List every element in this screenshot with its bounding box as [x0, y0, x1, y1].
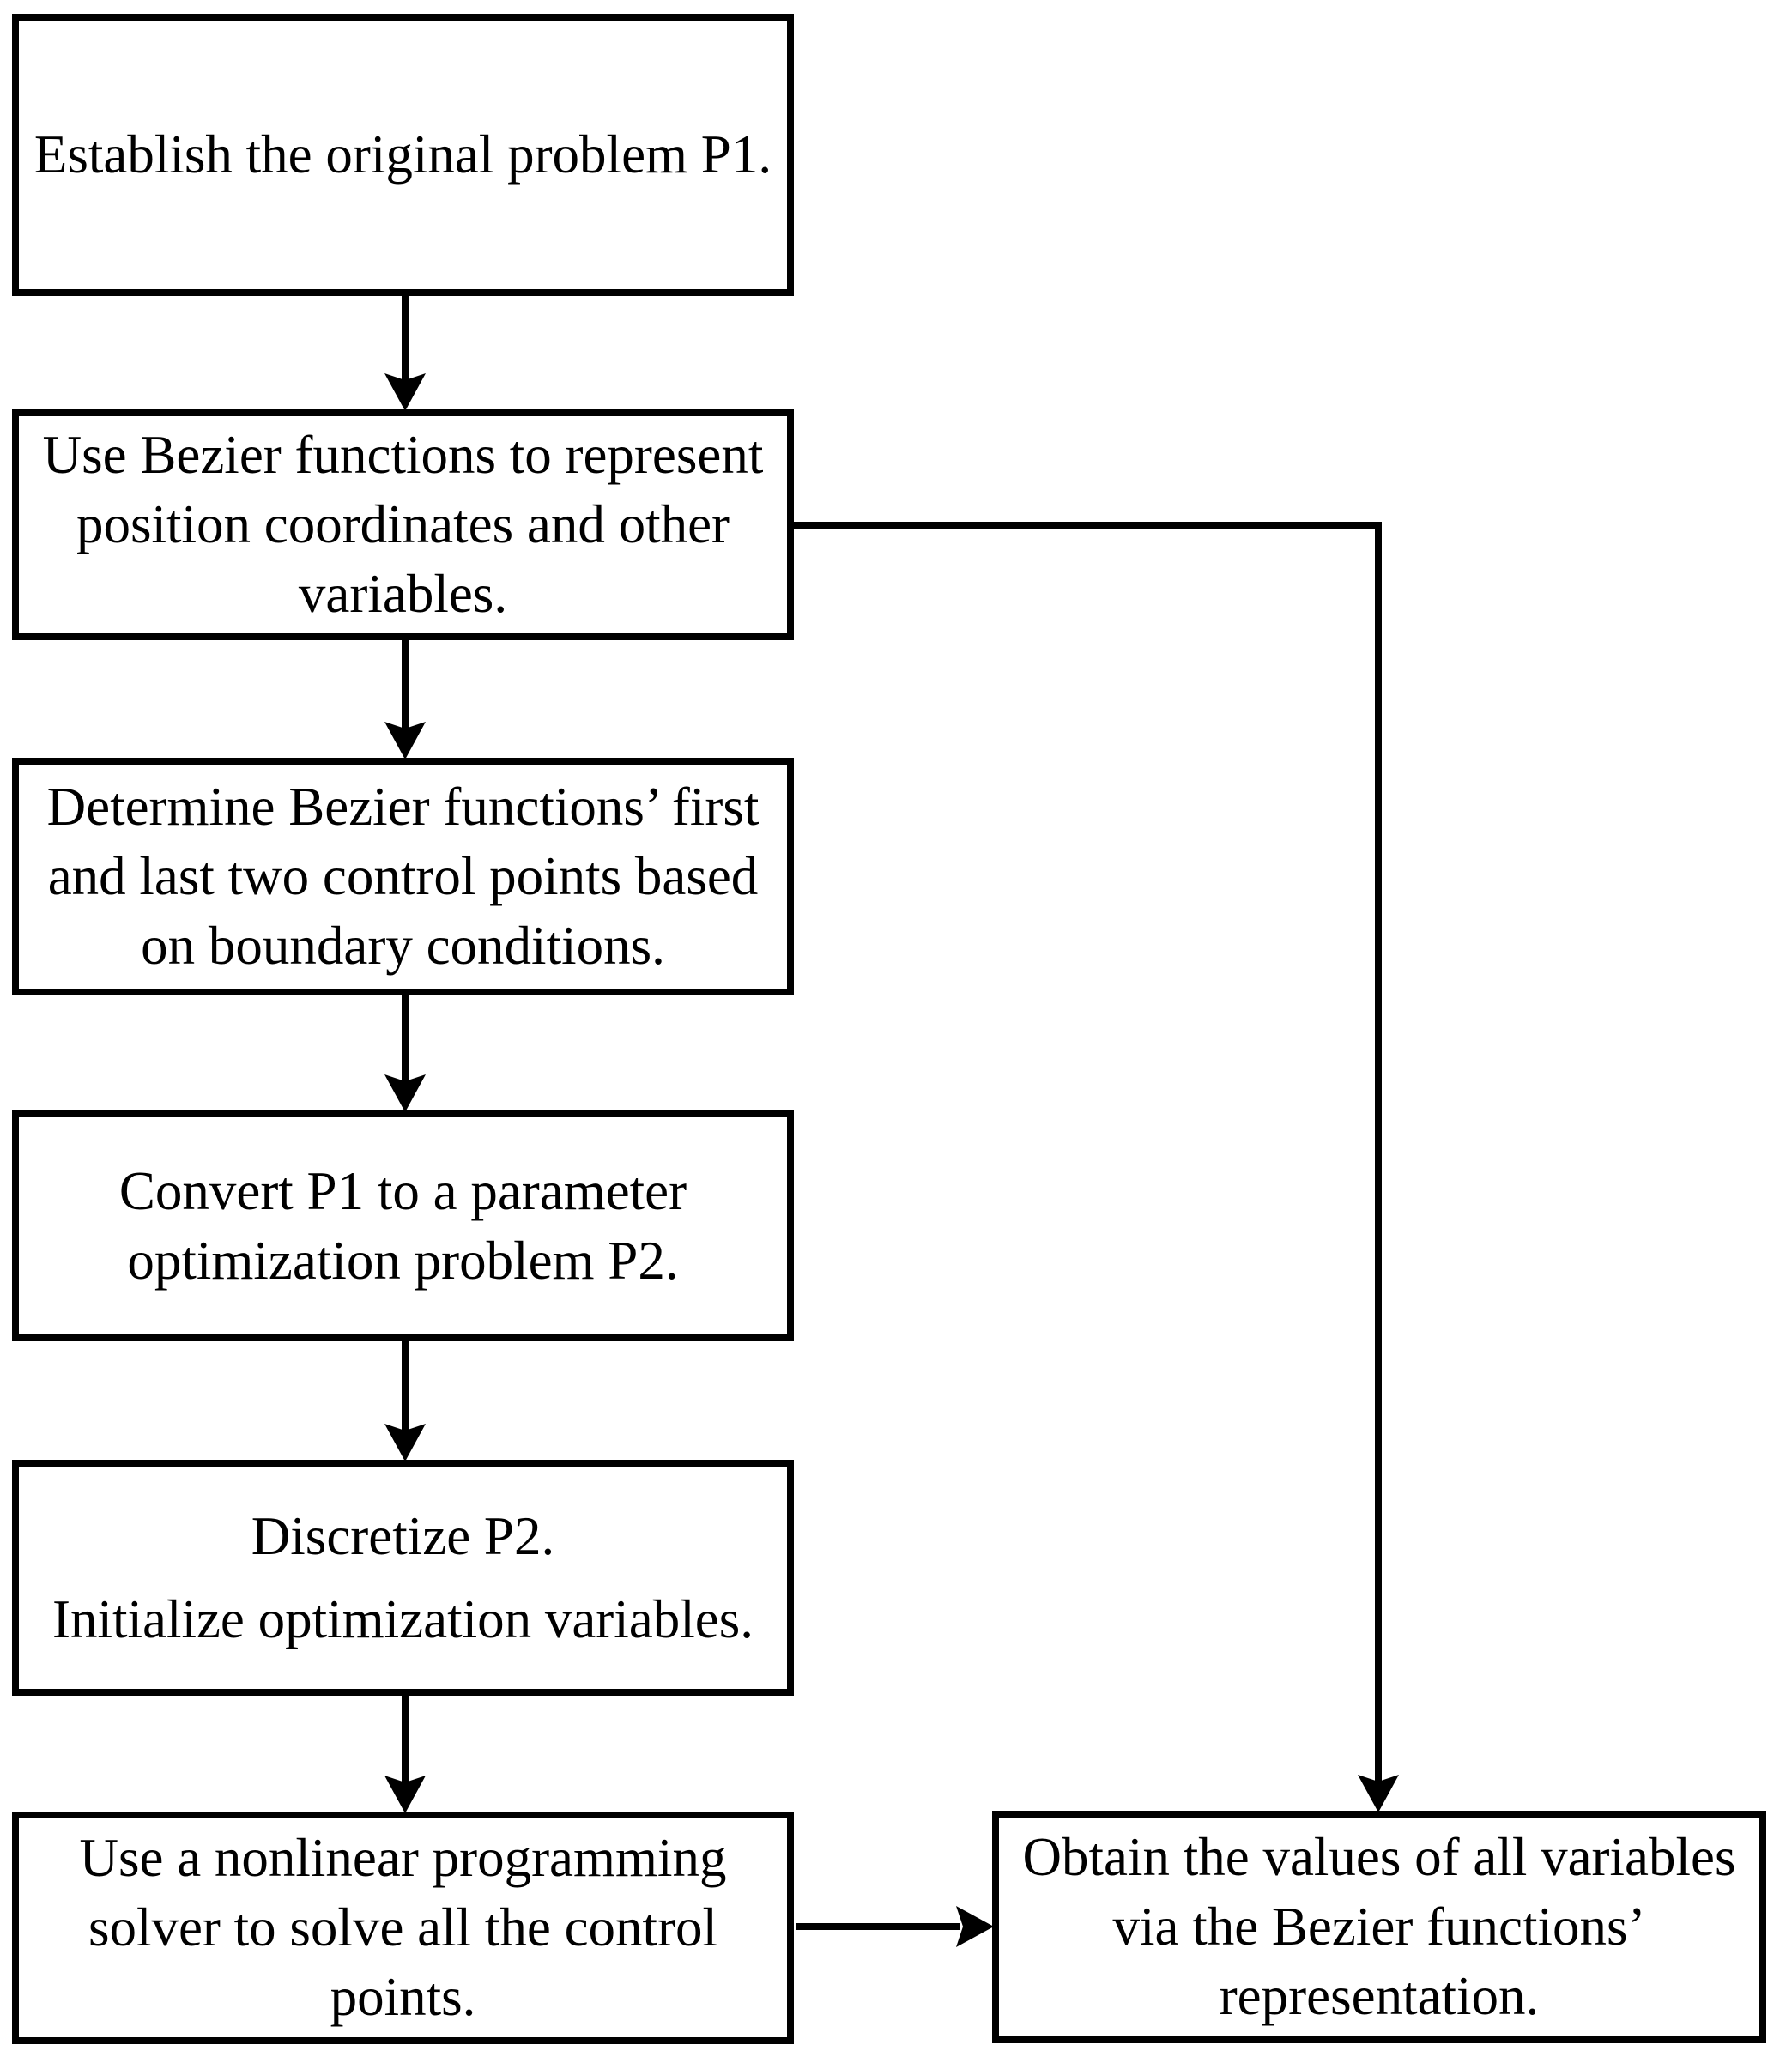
step-text-line: Establish the original problem P1. — [33, 124, 772, 185]
step-text-line: Obtain the values of all variables — [1022, 1827, 1736, 1887]
arrowhead-step1-step2 — [384, 373, 426, 411]
step-nlp-solver: Use a nonlinear programming solver to so… — [12, 1812, 794, 2044]
step-text-line: optimization problem P2. — [127, 1230, 679, 1291]
step-text-line: Convert P1 to a parameter — [118, 1160, 687, 1221]
arrowhead-step5-step6 — [384, 1776, 426, 1813]
step-text-line: Use a nonlinear programming — [79, 1828, 727, 1888]
step-text-line: and last two control points based — [47, 846, 759, 906]
step-text-line: via the Bezier functions’ — [1112, 1897, 1646, 1957]
step-text-line: solver to solve all the control — [88, 1897, 718, 1957]
step-text-line: Determine Bezier functions’ first — [46, 777, 760, 837]
step-discretize-initialize: Discretize P2. Initialize optimization v… — [12, 1460, 794, 1696]
step-text-line: position coordinates and other — [76, 494, 730, 554]
step-text-line: variables. — [298, 564, 508, 624]
step-establish-p1: Establish the original problem P1. — [12, 14, 794, 296]
step-text-line: Discretize P2. — [251, 1505, 555, 1566]
step-text-line: Initialize optimization variables. — [52, 1588, 754, 1649]
step-text-line: Use Bezier functions to represent — [42, 425, 764, 485]
step-obtain-values: Obtain the values of all variables via t… — [992, 1811, 1766, 2043]
bypass-line-step2-step7 — [794, 522, 1382, 1783]
arrowhead-step2-step3 — [384, 722, 426, 759]
arrowhead-step6-step7 — [956, 1906, 994, 1947]
arrowhead-step3-step4 — [384, 1074, 426, 1112]
step-text-line: representation. — [1219, 1966, 1540, 2026]
step-boundary-control-points: Determine Bezier functions’ first and la… — [12, 758, 794, 995]
arrowhead-step4-step5 — [384, 1424, 426, 1461]
step-text-line: on boundary conditions. — [141, 916, 665, 976]
step-text-line: points. — [330, 1967, 476, 2027]
arrowhead-step2-step7 — [1358, 1775, 1399, 1812]
step-convert-p1-to-p2: Convert P1 to a parameter optimization p… — [12, 1110, 794, 1341]
step-bezier-representation: Use Bezier functions to represent positi… — [12, 409, 794, 640]
